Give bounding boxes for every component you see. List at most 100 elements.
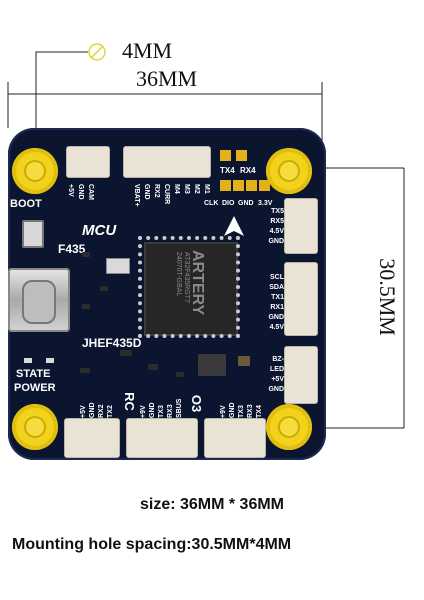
pins-bottom-left: +5V GND RX2 TX2 (80, 390, 120, 420)
orientation-arrow-icon (224, 216, 244, 236)
pad-label: 3.3V (258, 200, 273, 207)
power-label: POWER (14, 382, 56, 394)
boot-button[interactable] (22, 220, 44, 248)
pin-label: M4 (173, 184, 180, 194)
pad-label: DIO (222, 200, 235, 207)
pin-label: TX3 (158, 405, 165, 418)
pin-label: M2 (193, 184, 200, 194)
connector-right-3 (284, 346, 318, 404)
pad-label: CLK (204, 200, 219, 207)
pin-label: GND (268, 238, 284, 245)
connector-bottom-left (64, 418, 120, 458)
pin-label: TX2 (107, 405, 114, 418)
connector-bottom-right (204, 418, 266, 458)
component (176, 372, 184, 377)
pin-label: +5V (80, 405, 87, 418)
pin-label: +5V (67, 184, 74, 197)
component (100, 286, 108, 291)
top-pad-labels: CLK DIO GND 3.3V (204, 200, 284, 210)
state-led (24, 358, 32, 363)
gold-pad (233, 180, 244, 191)
pin-label: TX3 (238, 405, 245, 418)
flight-controller-board: +5V GND CAM VBAT+ GND RX2 CURR M4 M3 M2 … (8, 128, 326, 460)
connector-right-1 (284, 198, 318, 254)
connector-top-left (66, 146, 110, 178)
pins-bottom-mid: +9V GND TX3 RX3 SBUS (140, 390, 190, 420)
component (82, 252, 90, 257)
pins-bottom-right: +9V GND TX3 RX3 TX4 (220, 390, 270, 420)
component (80, 368, 90, 373)
pin-label: GND (143, 184, 150, 200)
rx4-label: RX4 (240, 166, 256, 175)
pin-label: RX3 (167, 404, 174, 418)
pin-label: RX2 (153, 184, 160, 198)
hole-spacing-label: 30.5MM (374, 258, 400, 336)
pin-label: 4.5V (269, 228, 284, 235)
pin-label: CURR (163, 184, 170, 205)
mcu-type-label: F435 (58, 242, 86, 256)
pin-label: GND (229, 402, 236, 418)
pin-label: BZ- (272, 356, 284, 363)
pins-top-left: +5V GND CAM (67, 184, 114, 214)
connector-bottom-mid (126, 418, 198, 458)
mounting-hole-bottom-left (12, 404, 58, 450)
pin-label: SCL (270, 274, 284, 281)
mounting-hole-bottom-right (266, 404, 312, 450)
pin-label: M1 (203, 184, 210, 194)
mounting-spacing-caption: Mounting hole spacing:30.5MM*4MM (12, 536, 292, 553)
pin-label: GND (268, 314, 284, 321)
boot-label: BOOT (10, 198, 42, 210)
gold-pad (236, 150, 247, 161)
gold-pad (259, 180, 270, 191)
hole-diameter-label: 4MM (122, 38, 173, 63)
gold-pad (220, 150, 231, 161)
pin-label: 4.5V (269, 324, 284, 331)
pin-label: LED (270, 366, 284, 373)
pad-label: GND (238, 200, 254, 207)
pin-label: TX5 (271, 208, 284, 215)
component (82, 304, 90, 309)
pin-label: VBAT+ (133, 184, 140, 207)
pins-right-1: TX5 RX5 4.5V GND (256, 208, 284, 246)
gold-pad (246, 180, 257, 191)
pin-label: GND (268, 386, 284, 393)
pin-label: GND (77, 184, 84, 200)
connector-right-2 (284, 262, 318, 336)
pins-right-3: BZ- LED +5V GND (256, 356, 284, 394)
pin-label: GND (89, 402, 96, 418)
pin-label: +9V (140, 405, 147, 418)
state-label: STATE (16, 368, 51, 380)
chip-pins (138, 236, 240, 338)
pin-label: RX1 (270, 304, 284, 311)
pin-label: +9V (220, 405, 227, 418)
pins-right-2: SCL SDA TX1 RX1 GND 4.5V (256, 274, 284, 332)
usb-c-port[interactable] (8, 268, 70, 332)
component (198, 354, 226, 376)
pin-label: SDA (269, 284, 284, 291)
component (120, 350, 132, 356)
o3-label: O3 (189, 394, 205, 413)
pin-label: GND (149, 402, 156, 418)
pin-label: CAM (87, 184, 94, 200)
mcu-label: MCU (82, 222, 117, 239)
model-label: JHEF435D (82, 336, 142, 350)
size-caption: size: 36MM * 36MM (139, 496, 285, 513)
board-width-label: 36MM (136, 66, 198, 91)
pin-label: RX2 (98, 404, 105, 418)
rc-label: RC (121, 392, 137, 411)
pin-label: RX5 (270, 218, 284, 225)
tx4-label: TX4 (220, 166, 235, 175)
mounting-hole-top-right (266, 148, 312, 194)
component (148, 364, 158, 370)
pin-label: M3 (183, 184, 190, 194)
pin-label: RX3 (247, 404, 254, 418)
pin-label: +5V (271, 376, 284, 383)
pin-label: SBUS (176, 398, 183, 418)
pin-label: TX4 (256, 405, 263, 418)
connector-top-mid (123, 146, 211, 178)
power-led (46, 358, 54, 363)
pin-label: TX1 (271, 294, 284, 301)
debug-pads: TX4 RX4 (220, 150, 280, 210)
component (238, 356, 250, 366)
